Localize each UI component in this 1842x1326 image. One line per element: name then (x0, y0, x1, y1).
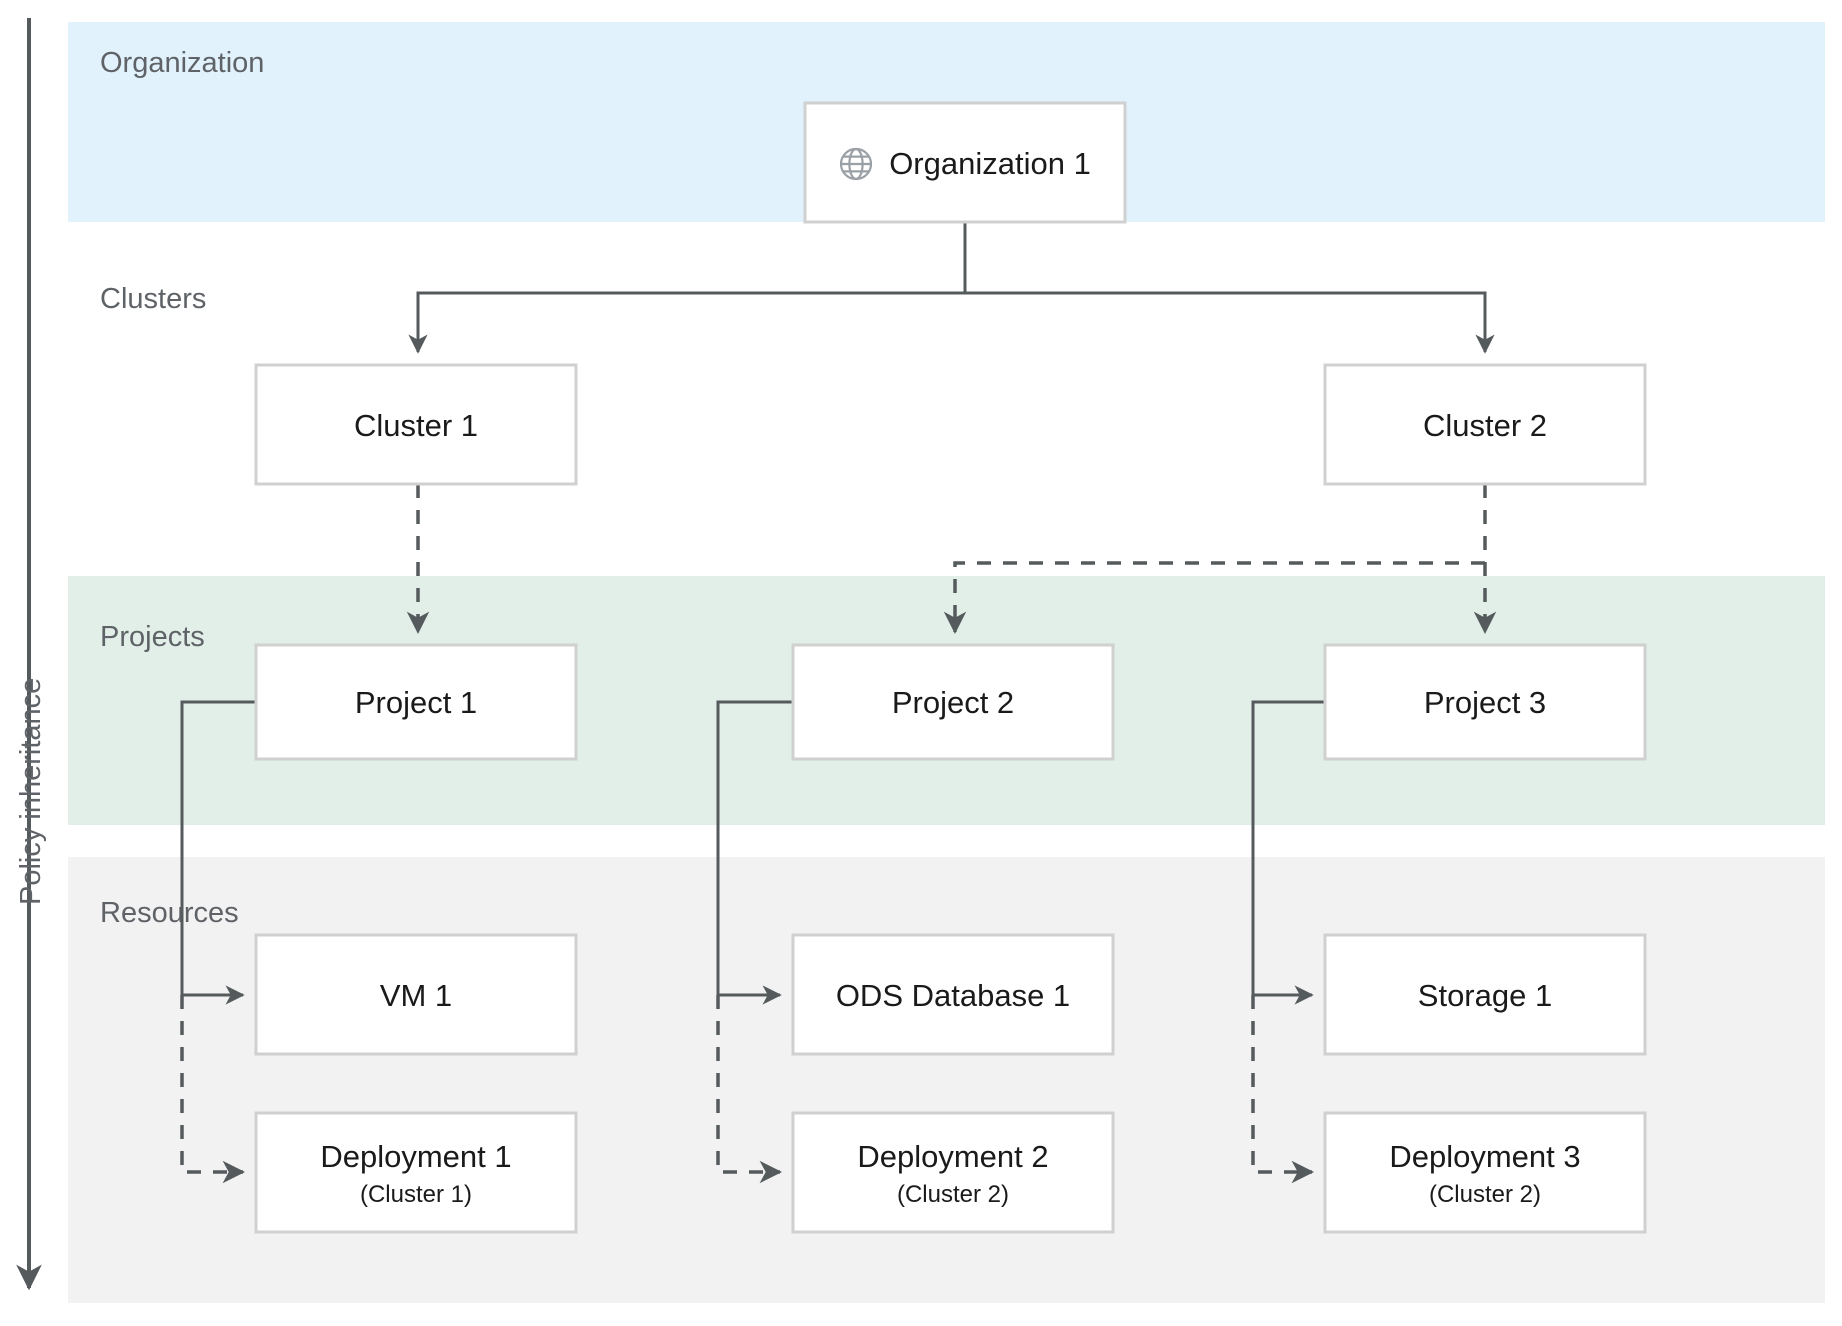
node-deployment-1[interactable]: Deployment 1 (Cluster 1) (254, 1111, 578, 1234)
node-project-2[interactable]: Project 2 (791, 643, 1115, 761)
node-project-3[interactable]: Project 3 (1323, 643, 1647, 761)
edge-org1-cluster1 (408, 222, 967, 354)
policy-inheritance-label: Policy inheritance (15, 678, 47, 905)
node-label-project-2: Project 2 (892, 685, 1014, 720)
band-label-clusters: Clusters (100, 283, 206, 315)
node-deployment-2[interactable]: Deployment 2 (Cluster 2) (791, 1111, 1115, 1234)
edge-project3-storage1 (1251, 700, 1325, 1005)
edge-project2-ods1 (716, 700, 793, 1005)
band-resources: Resources (68, 857, 1825, 1303)
node-vm-1[interactable]: VM 1 (254, 933, 578, 1056)
node-label-project-1: Project 1 (355, 685, 477, 720)
edge-project2-deploy2 (716, 995, 783, 1184)
band-label-resources: Resources (100, 897, 239, 929)
node-label-ods-database-1: ODS Database 1 (836, 978, 1070, 1013)
node-project-1[interactable]: Project 1 (254, 643, 578, 761)
node-label-cluster-2: Cluster 2 (1423, 408, 1547, 443)
node-label-deployment-2: Deployment 2 (857, 1139, 1048, 1174)
edge-cluster2-project2 (943, 561, 1485, 635)
node-label-vm-1: VM 1 (380, 978, 452, 1013)
node-label-deployment-3: Deployment 3 (1389, 1139, 1580, 1174)
edge-project1-vm1 (180, 700, 256, 1005)
band-label-organization: Organization (100, 47, 264, 79)
node-cluster-1[interactable]: Cluster 1 (254, 363, 578, 486)
node-label-project-3: Project 3 (1424, 685, 1546, 720)
node-organization-1[interactable]: Organization 1 (803, 101, 1127, 224)
node-label-cluster-1: Cluster 1 (354, 408, 478, 443)
node-sublabel-deployment-1: (Cluster 1) (360, 1181, 472, 1208)
node-deployment-3[interactable]: Deployment 3 (Cluster 2) (1323, 1111, 1647, 1234)
node-label-organization-1: Organization 1 (889, 146, 1091, 181)
node-sublabel-deployment-3: (Cluster 2) (1429, 1181, 1541, 1208)
band-label-projects: Projects (100, 621, 205, 653)
node-ods-database-1[interactable]: ODS Database 1 (791, 933, 1115, 1056)
policy-inheritance-axis: Policy inheritance (15, 18, 47, 1291)
globe-icon (839, 147, 873, 181)
edge-project3-deploy3 (1251, 995, 1315, 1184)
edge-project1-deploy1 (180, 995, 246, 1184)
node-cluster-2[interactable]: Cluster 2 (1323, 363, 1647, 486)
node-label-deployment-1: Deployment 1 (320, 1139, 511, 1174)
node-sublabel-deployment-2: (Cluster 2) (897, 1181, 1009, 1208)
node-label-storage-1: Storage 1 (1418, 978, 1552, 1013)
node-storage-1[interactable]: Storage 1 (1323, 933, 1647, 1056)
edge-org1-cluster2 (965, 291, 1495, 354)
